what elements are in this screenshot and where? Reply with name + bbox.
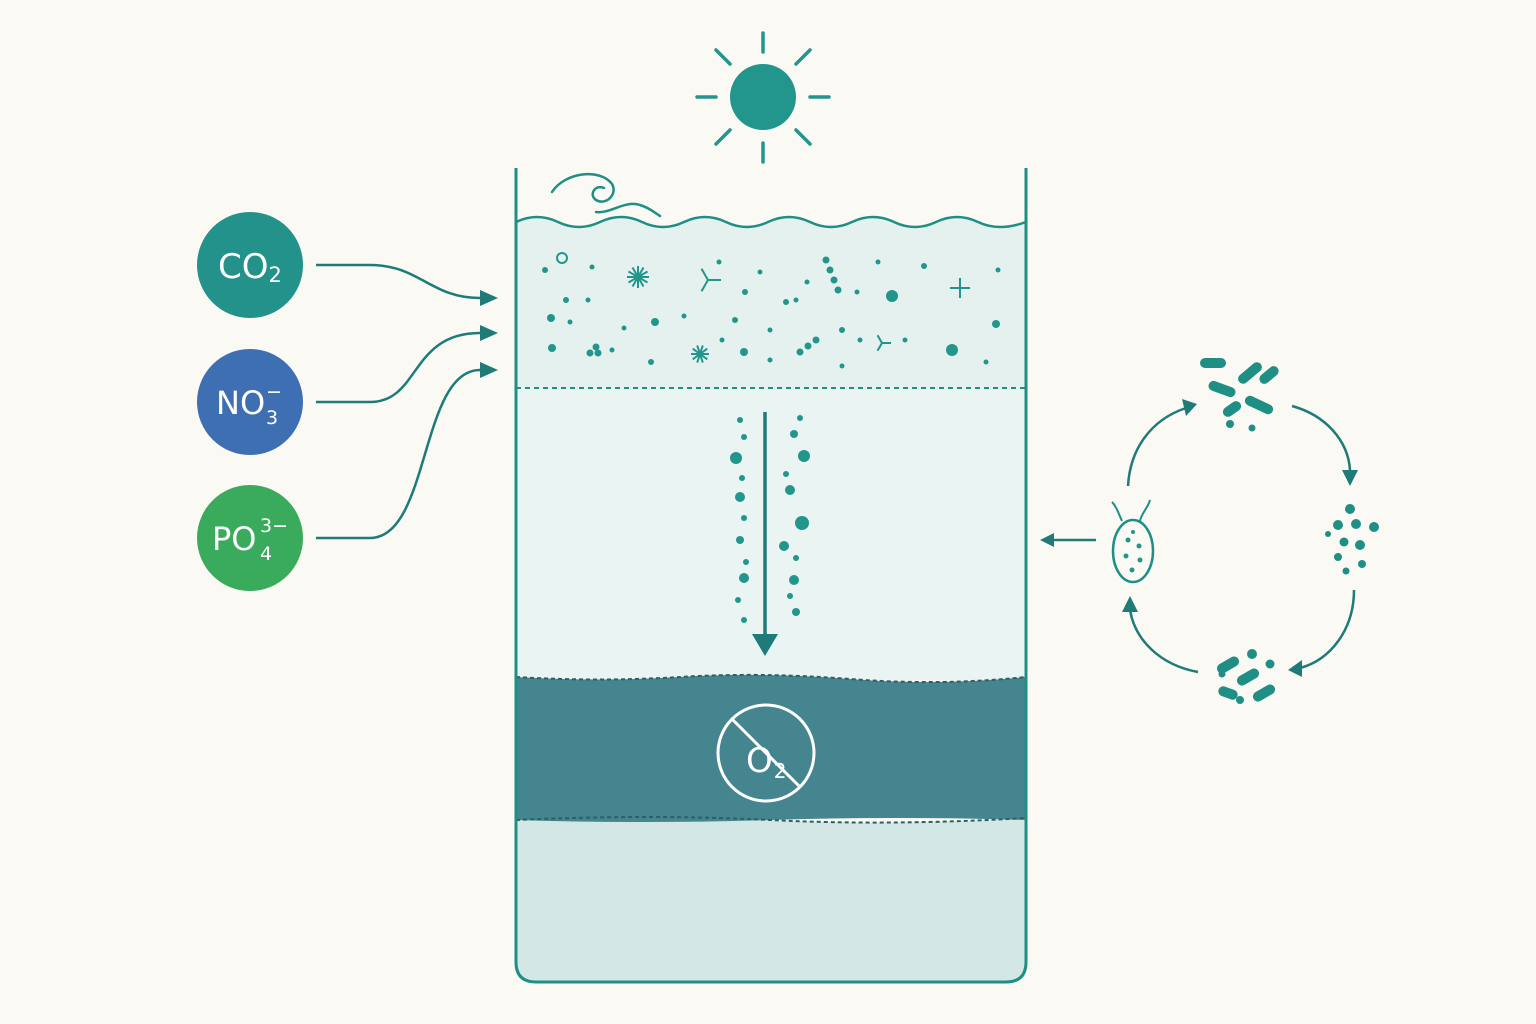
anoxic-label: O2 xyxy=(746,741,787,783)
svg-text:PO: PO xyxy=(212,520,256,558)
svg-text:NO: NO xyxy=(216,384,265,422)
phosphate-input-arrow xyxy=(316,368,481,540)
phytoplankton-bloom xyxy=(542,252,1001,369)
nitrate-input-arrow xyxy=(316,331,481,404)
svg-text:4: 4 xyxy=(260,543,272,565)
co2-input-arrow xyxy=(316,263,481,300)
microbe-cell-icon xyxy=(1111,499,1155,584)
decomposition-cycle xyxy=(1040,358,1379,704)
photic-layer xyxy=(516,217,1026,388)
wave-icon xyxy=(550,172,662,218)
tank-outline xyxy=(514,168,1028,984)
sun-icon xyxy=(695,31,831,164)
mid-water-layer xyxy=(516,388,1026,680)
svg-text:3: 3 xyxy=(266,407,278,429)
no-oxygen-icon: O2 xyxy=(716,703,816,803)
sinking-organic-matter xyxy=(730,415,810,623)
svg-text:−: − xyxy=(266,381,282,403)
bacteria-cluster-icon xyxy=(1200,358,1379,704)
nitrate-badge: NO − 3 xyxy=(197,349,303,455)
phosphate-badge: PO 3− 4 xyxy=(197,485,303,591)
water-surface xyxy=(515,215,1027,229)
anoxic-dead-zone xyxy=(516,674,1026,822)
svg-text:CO2: CO2 xyxy=(218,247,282,287)
nutrient-inputs: CO2 NO − 3 PO 3− 4 xyxy=(197,212,498,591)
svg-text:3−: 3− xyxy=(260,515,288,537)
sediment-layer xyxy=(516,817,1026,982)
co2-badge: CO2 xyxy=(197,212,303,318)
water-tank xyxy=(514,168,1028,984)
